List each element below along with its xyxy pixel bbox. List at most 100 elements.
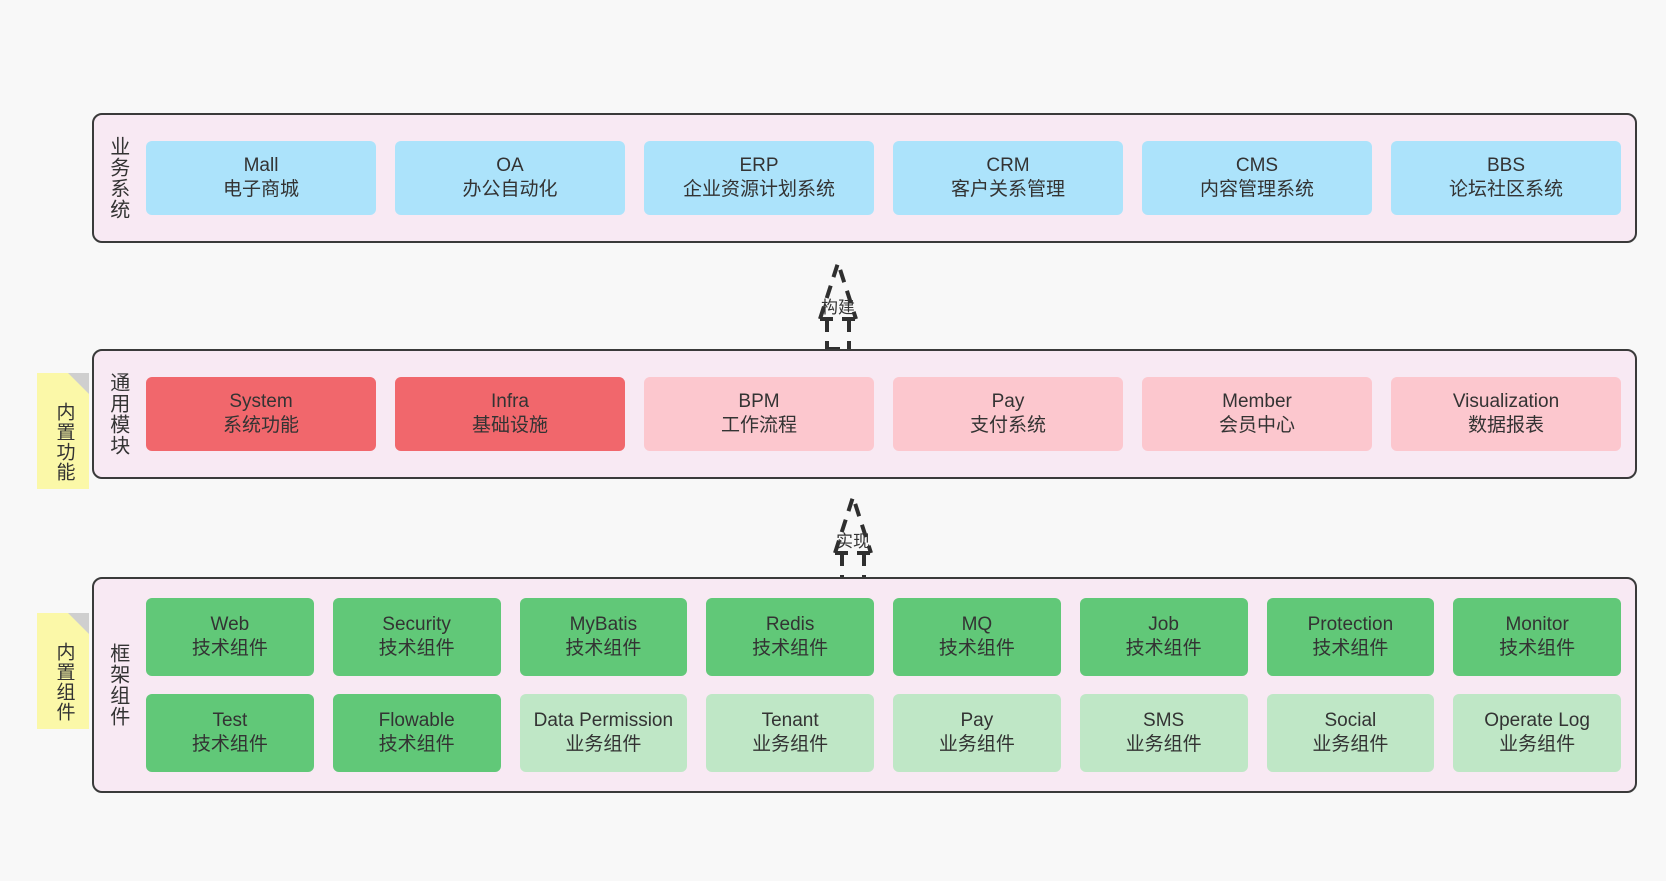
node-test-cn: 技术组件: [191, 734, 268, 755]
node-sms[interactable]: SMS 业务组件: [1079, 694, 1248, 772]
layer-title-common: 通用模块: [106, 372, 129, 456]
node-web-cn: 技术组件: [191, 638, 268, 659]
node-mall-en: Mall: [243, 154, 279, 176]
connector-realize: 实现: [778, 490, 928, 585]
node-pay-module[interactable]: Pay 支付系统: [893, 377, 1123, 451]
node-protection-cn: 技术组件: [1312, 638, 1389, 659]
node-oa-en: OA: [496, 154, 524, 176]
note-fold-corner-icon: [68, 373, 89, 394]
node-system-en: System: [229, 390, 293, 412]
node-monitor[interactable]: Monitor 技术组件: [1453, 598, 1621, 676]
layer-body-business: Mall 电子商城 OA 办公自动化 ERP 企业资源计划系统 CRM 客户关系…: [140, 115, 1635, 241]
node-infra-en: Infra: [490, 390, 530, 412]
node-pay-module-cn: 支付系统: [969, 415, 1046, 436]
node-bbs-cn: 论坛社区系统: [1448, 179, 1563, 200]
node-cms[interactable]: CMS 内容管理系统: [1142, 141, 1372, 215]
node-flowable[interactable]: Flowable 技术组件: [332, 694, 501, 772]
node-operate-log[interactable]: Operate Log 业务组件: [1453, 694, 1621, 772]
node-mall-cn: 电子商城: [222, 179, 299, 200]
node-web-en: Web: [210, 613, 250, 635]
node-crm[interactable]: CRM 客户关系管理: [893, 141, 1123, 215]
node-member[interactable]: Member 会员中心: [1142, 377, 1372, 451]
node-redis[interactable]: Redis 技术组件: [706, 598, 874, 676]
node-crm-en: CRM: [986, 154, 1030, 176]
node-test[interactable]: Test 技术组件: [146, 694, 314, 772]
note-builtin-feature-label: 内置功能: [53, 402, 75, 482]
node-bbs-en: BBS: [1486, 154, 1526, 176]
node-mybatis-cn: 技术组件: [565, 638, 642, 659]
node-operate-log-en: Operate Log: [1484, 709, 1590, 731]
node-job-cn: 技术组件: [1125, 638, 1202, 659]
node-mybatis[interactable]: MyBatis 技术组件: [519, 598, 688, 676]
node-mq-cn: 技术组件: [938, 638, 1015, 659]
node-mq[interactable]: MQ 技术组件: [893, 598, 1061, 676]
node-bpm[interactable]: BPM 工作流程: [644, 377, 874, 451]
node-mq-en: MQ: [961, 613, 993, 635]
node-system-cn: 系统功能: [222, 415, 299, 436]
layer-body-common: System 系统功能 Infra 基础设施 BPM 工作流程 Pay 支付系统…: [140, 351, 1635, 477]
node-crm-cn: 客户关系管理: [950, 179, 1065, 200]
node-cms-en: CMS: [1235, 154, 1279, 176]
node-visualization-cn: 数据报表: [1467, 415, 1544, 436]
node-job[interactable]: Job 技术组件: [1079, 598, 1248, 676]
node-mybatis-en: MyBatis: [569, 613, 638, 635]
node-tenant[interactable]: Tenant 业务组件: [706, 694, 874, 772]
connector-realize-label: 实现: [836, 532, 870, 551]
node-infra[interactable]: Infra 基础设施: [395, 377, 625, 451]
note-fold-corner-icon: [68, 613, 89, 634]
node-oa[interactable]: OA 办公自动化: [395, 141, 625, 215]
note-builtin-component: 内置组件: [37, 613, 89, 729]
node-monitor-cn: 技术组件: [1499, 638, 1576, 659]
node-monitor-en: Monitor: [1505, 613, 1569, 635]
node-pay-component-en: Pay: [960, 709, 994, 731]
node-visualization-en: Visualization: [1452, 390, 1560, 412]
note-builtin-component-label: 内置组件: [53, 642, 75, 722]
node-redis-cn: 技术组件: [752, 638, 829, 659]
node-erp-en: ERP: [739, 154, 779, 176]
node-security-cn: 技术组件: [378, 638, 455, 659]
layer-title-framework: 框架组件: [106, 643, 129, 727]
node-security[interactable]: Security 技术组件: [332, 598, 501, 676]
layer-common-row-1: System 系统功能 Infra 基础设施 BPM 工作流程 Pay 支付系统…: [146, 377, 1621, 451]
node-bbs[interactable]: BBS 论坛社区系统: [1391, 141, 1621, 215]
layer-framework-row-1: Web 技术组件 Security 技术组件 MyBatis 技术组件 Redi…: [146, 598, 1621, 676]
node-flowable-cn: 技术组件: [378, 734, 455, 755]
node-erp[interactable]: ERP 企业资源计划系统: [644, 141, 874, 215]
node-cms-cn: 内容管理系统: [1199, 179, 1314, 200]
node-protection-en: Protection: [1307, 613, 1394, 635]
layer-business-row-1: Mall 电子商城 OA 办公自动化 ERP 企业资源计划系统 CRM 客户关系…: [146, 141, 1621, 215]
node-social[interactable]: Social 业务组件: [1266, 694, 1435, 772]
node-pay-component[interactable]: Pay 业务组件: [893, 694, 1061, 772]
node-flowable-en: Flowable: [378, 709, 455, 731]
node-bpm-cn: 工作流程: [720, 415, 797, 436]
node-oa-cn: 办公自动化: [462, 179, 558, 200]
node-member-en: Member: [1222, 390, 1292, 412]
node-tenant-cn: 业务组件: [752, 734, 829, 755]
node-operate-log-cn: 业务组件: [1499, 734, 1576, 755]
node-test-en: Test: [212, 709, 248, 731]
layer-body-framework: Web 技术组件 Security 技术组件 MyBatis 技术组件 Redi…: [140, 579, 1635, 791]
node-social-cn: 业务组件: [1312, 734, 1389, 755]
node-web[interactable]: Web 技术组件: [146, 598, 314, 676]
node-visualization[interactable]: Visualization 数据报表: [1391, 377, 1621, 451]
node-system[interactable]: System 系统功能: [146, 377, 376, 451]
layer-framework-component: 框架组件 Web 技术组件 Security 技术组件 MyBatis 技术组件…: [92, 577, 1637, 793]
node-data-permission[interactable]: Data Permission 业务组件: [519, 694, 688, 772]
node-infra-cn: 基础设施: [471, 415, 548, 436]
node-data-permission-cn: 业务组件: [565, 734, 642, 755]
node-sms-en: SMS: [1143, 709, 1185, 731]
node-protection[interactable]: Protection 技术组件: [1266, 598, 1435, 676]
layer-title-business: 业务系统: [106, 136, 129, 220]
node-sms-cn: 业务组件: [1125, 734, 1202, 755]
layer-common-module: 通用模块 System 系统功能 Infra 基础设施 BPM 工作流程 Pay…: [92, 349, 1637, 479]
node-data-permission-en: Data Permission: [533, 709, 674, 731]
node-erp-cn: 企业资源计划系统: [682, 179, 835, 200]
node-member-cn: 会员中心: [1218, 415, 1295, 436]
node-mall[interactable]: Mall 电子商城: [146, 141, 376, 215]
node-pay-module-en: Pay: [991, 390, 1025, 412]
note-builtin-feature: 内置功能: [37, 373, 89, 489]
node-security-en: Security: [382, 613, 451, 635]
layer-framework-row-2: Test 技术组件 Flowable 技术组件 Data Permission …: [146, 694, 1621, 772]
node-job-en: Job: [1148, 613, 1179, 635]
